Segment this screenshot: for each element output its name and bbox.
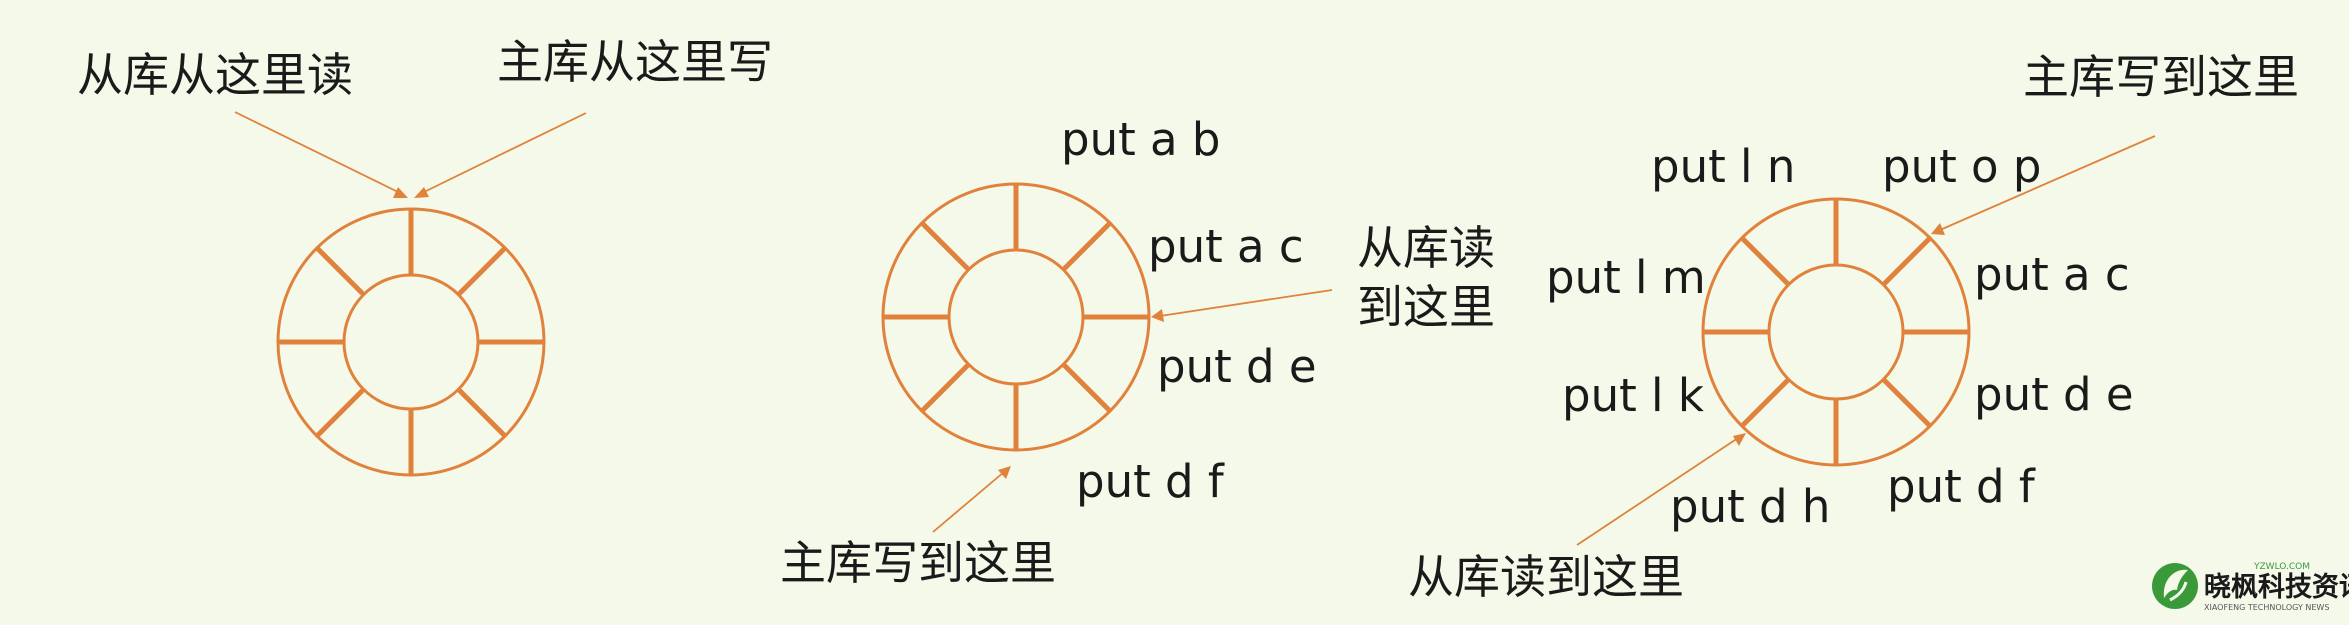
entry-label: put l k — [1562, 369, 1704, 422]
slot-divider — [920, 221, 971, 272]
entry-label: put o p — [1882, 140, 2041, 193]
master-pointer-arrow — [1931, 135, 2156, 235]
master-write-label: 主库写到这里 — [2023, 50, 2299, 104]
logo-domain: YZWLO.COM — [2253, 562, 2310, 572]
entry-label: put d h — [1670, 480, 1830, 533]
entry-label: put a c — [1974, 248, 2130, 301]
ring-buffer-wrapped — [1701, 197, 1971, 467]
inner-ring — [947, 248, 1085, 386]
inner-ring — [1767, 263, 1905, 401]
slot-divider — [1881, 236, 1932, 287]
slot-divider — [456, 246, 507, 297]
slot-divider — [1740, 377, 1791, 428]
master-pointer-arrow — [932, 466, 1011, 533]
ring-buffer-initial — [276, 207, 546, 477]
entry-label: put a c — [1148, 220, 1304, 273]
slot-divider — [1740, 236, 1791, 287]
logo-name: 晓枫科技资讯 — [2204, 572, 2349, 603]
master-write-label: 主库从这里写 — [497, 35, 773, 89]
slave-pointer-arrow — [234, 111, 408, 198]
slave-read-label: 从库从这里读 — [77, 48, 353, 102]
slave-pointer-arrow — [1576, 433, 1746, 546]
logo-subtitle: XIAOFENG TECHNOLOGY NEWS — [2204, 603, 2329, 612]
slot-divider — [456, 387, 507, 438]
slave-read-label: 从库读到这里 — [1408, 550, 1684, 604]
brand-logo: YZWLO.COM 晓枫科技资讯 XIAOFENG TECHNOLOGY NEW… — [2152, 562, 2349, 612]
slave-read-label-line2: 到这里 — [1357, 280, 1495, 334]
slave-pointer-arrow — [1151, 289, 1333, 322]
entry-label: put d e — [1974, 368, 2134, 421]
slot-divider — [1061, 221, 1112, 272]
entry-label: put a b — [1061, 113, 1220, 166]
slot-divider — [315, 246, 366, 297]
slave-read-label-line1: 从库读 — [1357, 221, 1495, 275]
entry-label: put l n — [1651, 140, 1795, 193]
inner-ring — [342, 273, 480, 411]
entry-label: put d f — [1076, 455, 1225, 508]
slot-divider — [1881, 377, 1932, 428]
leaf-logo-icon — [2152, 563, 2198, 609]
master-pointer-arrow — [414, 112, 587, 198]
master-write-label: 主库写到这里 — [780, 536, 1056, 590]
ring-buffer-partial — [881, 182, 1151, 452]
entry-label: put l m — [1546, 251, 1706, 304]
slot-divider — [920, 362, 971, 413]
slot-divider — [1061, 362, 1112, 413]
entry-label: put d e — [1157, 340, 1317, 393]
entry-label: put d f — [1887, 460, 2036, 513]
slot-divider — [315, 387, 366, 438]
